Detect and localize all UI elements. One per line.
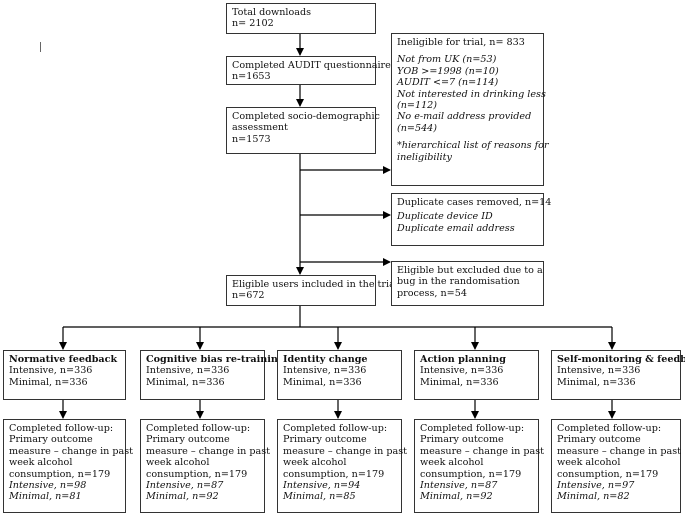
duplicates-title: Duplicate cases removed, n=14 bbox=[397, 197, 552, 208]
followup-line: Primary outcome bbox=[420, 434, 504, 446]
followup-box-action-planning: Completed follow-up: Primary outcome mea… bbox=[414, 419, 545, 513]
reason-yob: YOB >=1998 (n=10) bbox=[397, 65, 499, 77]
followup-line: Completed follow-up: bbox=[9, 423, 114, 434]
followup-line: Primary outcome bbox=[146, 434, 230, 446]
total-downloads-box: Total downloads n= 2102 bbox=[226, 3, 376, 34]
ineligible-note-1: *hierarchical list of reasons for bbox=[397, 140, 549, 152]
bug-line-3: process, n=54 bbox=[397, 287, 467, 299]
arm-minimal: Minimal, n=336 bbox=[557, 376, 636, 388]
arm-box-cognitive-bias: Cognitive bias re-training Intensive, n=… bbox=[140, 350, 285, 400]
arm-name: Normative feedback bbox=[9, 354, 118, 365]
reason-audit: AUDIT <=7 (n=114) bbox=[397, 77, 499, 89]
socio-count: n=1573 bbox=[232, 133, 271, 145]
arm-intensive: Intensive, n=336 bbox=[557, 365, 641, 377]
arm-name: Cognitive bias re-training bbox=[146, 354, 285, 365]
ineligible-title: Ineligible for trial, n= 833 bbox=[397, 37, 525, 48]
followup-line: Primary outcome bbox=[557, 434, 641, 446]
reason-no-email: No e-mail address provided bbox=[397, 111, 532, 123]
duplicates-box: Duplicate cases removed, n=14 Duplicate … bbox=[391, 193, 552, 246]
arm-box-self-monitoring: Self-monitoring & feedback Intensive, n=… bbox=[551, 350, 685, 400]
arm-name: Identity change bbox=[283, 354, 368, 365]
followup-line: consumption, n=179 bbox=[283, 468, 385, 480]
followup-intensive: Intensive, n=94 bbox=[283, 480, 361, 492]
arm-box-action-planning: Action planning Intensive, n=336 Minimal… bbox=[414, 350, 539, 400]
socio-label-1: Completed socio-demographic bbox=[232, 111, 380, 122]
arm-name: Self-monitoring & feedback bbox=[557, 354, 685, 365]
arm-intensive: Intensive, n=336 bbox=[420, 365, 504, 377]
reason-not-interested-count: (n=112) bbox=[397, 100, 438, 112]
arm-name: Action planning bbox=[420, 354, 506, 365]
followup-intensive: Intensive, n=87 bbox=[420, 480, 498, 492]
followup-line: week alcohol bbox=[283, 457, 347, 469]
reason-no-email-count: (n=544) bbox=[397, 122, 438, 134]
followup-line: measure – change in past bbox=[146, 445, 271, 457]
reason-not-interested: Not interested in drinking less bbox=[397, 88, 546, 100]
arm-box-identity-change: Identity change Intensive, n=336 Minimal… bbox=[277, 350, 402, 400]
followup-box-cognitive-bias: Completed follow-up: Primary outcome mea… bbox=[140, 419, 271, 513]
followup-line: consumption, n=179 bbox=[9, 468, 111, 480]
reason-not-uk: Not from UK (n=53) bbox=[397, 54, 497, 66]
followup-line: week alcohol bbox=[146, 457, 210, 469]
followup-line: measure – change in past bbox=[283, 445, 408, 457]
followup-minimal: Minimal, n=92 bbox=[146, 491, 219, 503]
arm-box-normative-feedback: Normative feedback Intensive, n=336 Mini… bbox=[3, 350, 126, 400]
audit-box: Completed AUDIT questionnaire n=1653 bbox=[226, 56, 391, 85]
ineligible-box: Ineligible for trial, n= 833 Not from UK… bbox=[391, 33, 549, 186]
followup-line: Completed follow-up: bbox=[283, 423, 388, 434]
eligible-count: n=672 bbox=[232, 290, 265, 302]
socio-box: Completed socio-demographic assessment n… bbox=[226, 107, 380, 154]
eligible-box: Eligible users included in the trial n=6… bbox=[226, 275, 398, 306]
followup-intensive: Intensive, n=98 bbox=[9, 480, 87, 492]
followup-box-self-monitoring: Completed follow-up: Primary outcome mea… bbox=[551, 419, 681, 513]
followup-line: Primary outcome bbox=[283, 434, 367, 446]
followup-line: week alcohol bbox=[420, 457, 484, 469]
audit-count: n=1653 bbox=[232, 71, 271, 83]
total-downloads-count: n= 2102 bbox=[232, 18, 274, 30]
stray-mark bbox=[40, 42, 41, 52]
followup-intensive: Intensive, n=87 bbox=[146, 480, 224, 492]
followup-line: week alcohol bbox=[557, 457, 621, 469]
followup-line: Completed follow-up: bbox=[146, 423, 251, 434]
arm-intensive: Intensive, n=336 bbox=[9, 365, 93, 377]
followup-intensive: Intensive, n=97 bbox=[557, 480, 635, 492]
followup-line: Primary outcome bbox=[9, 434, 93, 446]
followup-line: measure – change in past bbox=[557, 445, 682, 457]
followup-line: measure – change in past bbox=[420, 445, 545, 457]
bug-line-2: bug in the randomisation bbox=[397, 276, 520, 288]
arm-intensive: Intensive, n=336 bbox=[283, 365, 367, 377]
arm-minimal: Minimal, n=336 bbox=[283, 376, 362, 388]
followup-line: week alcohol bbox=[9, 457, 73, 469]
eligible-label: Eligible users included in the trial bbox=[232, 279, 398, 290]
followup-line: consumption, n=179 bbox=[146, 468, 248, 480]
followup-box-identity-change: Completed follow-up: Primary outcome mea… bbox=[277, 419, 408, 513]
ineligible-note-2: ineligibility bbox=[397, 151, 452, 163]
followup-line: measure – change in past bbox=[9, 445, 134, 457]
followup-line: Completed follow-up: bbox=[557, 423, 662, 434]
bug-excluded-box: Eligible but excluded due to a bug in th… bbox=[391, 261, 544, 306]
followup-minimal: Minimal, n=85 bbox=[283, 491, 356, 503]
total-downloads-label: Total downloads bbox=[232, 7, 312, 18]
followup-line: consumption, n=179 bbox=[557, 468, 659, 480]
duplicate-email: Duplicate email address bbox=[397, 222, 515, 234]
followup-minimal: Minimal, n=92 bbox=[420, 491, 493, 503]
bug-line-1: Eligible but excluded due to a bbox=[397, 265, 543, 276]
followup-minimal: Minimal, n=81 bbox=[9, 491, 82, 503]
followup-minimal: Minimal, n=82 bbox=[557, 491, 630, 503]
arm-intensive: Intensive, n=336 bbox=[146, 365, 230, 377]
followup-line: Completed follow-up: bbox=[420, 423, 525, 434]
socio-label-2: assessment bbox=[232, 122, 288, 134]
followup-line: consumption, n=179 bbox=[420, 468, 522, 480]
duplicate-device: Duplicate device ID bbox=[397, 211, 493, 223]
arm-minimal: Minimal, n=336 bbox=[420, 376, 499, 388]
followup-box-normative-feedback: Completed follow-up: Primary outcome mea… bbox=[3, 419, 134, 513]
audit-label: Completed AUDIT questionnaire bbox=[232, 60, 391, 71]
arm-minimal: Minimal, n=336 bbox=[146, 376, 225, 388]
arm-minimal: Minimal, n=336 bbox=[9, 376, 88, 388]
